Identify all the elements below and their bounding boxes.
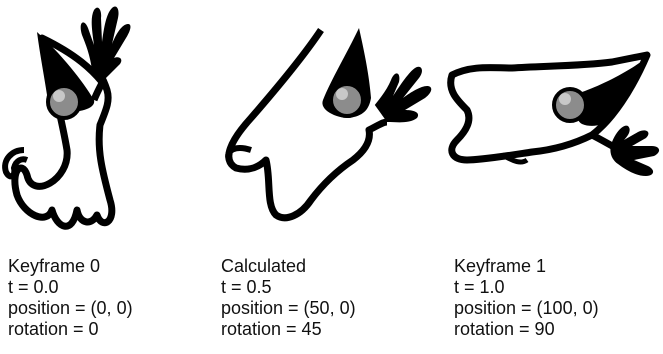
duke-mascot-icon — [447, 51, 660, 176]
keyframe-0-caption: Keyframe 0 t = 0.0 position = (0, 0) rot… — [8, 256, 133, 340]
keyframe-title: Keyframe 0 — [8, 256, 101, 276]
keyframe-title: Calculated — [221, 256, 307, 276]
keyframe-position: position = (50, 0) — [221, 298, 356, 318]
keyframe-title: Keyframe 1 — [454, 256, 547, 276]
keyframe-1-panel: Keyframe 1 t = 1.0 position = (100, 0) r… — [442, 0, 663, 354]
keyframe-position: position = (100, 0) — [454, 298, 599, 318]
keyframe-1-caption: Keyframe 1 t = 1.0 position = (100, 0) r… — [454, 256, 599, 340]
keyframe-time: t = 1.0 — [454, 277, 505, 297]
duke-mascot-icon — [225, 28, 432, 222]
keyframe-time: t = 0.0 — [8, 277, 59, 297]
keyframe-0-panel: Keyframe 0 t = 0.0 position = (0, 0) rot… — [0, 0, 221, 354]
keyframe-time: t = 0.5 — [221, 277, 272, 297]
duke-mascot-icon — [2, 6, 131, 230]
keyframe-rotation: rotation = 45 — [221, 319, 322, 339]
calculated-panel: Calculated t = 0.5 position = (50, 0) ro… — [221, 0, 442, 354]
keyframe-rotation: rotation = 0 — [8, 319, 99, 339]
keyframe-rotation: rotation = 90 — [454, 319, 555, 339]
calculated-caption: Calculated t = 0.5 position = (50, 0) ro… — [221, 256, 356, 340]
keyframe-position: position = (0, 0) — [8, 298, 133, 318]
